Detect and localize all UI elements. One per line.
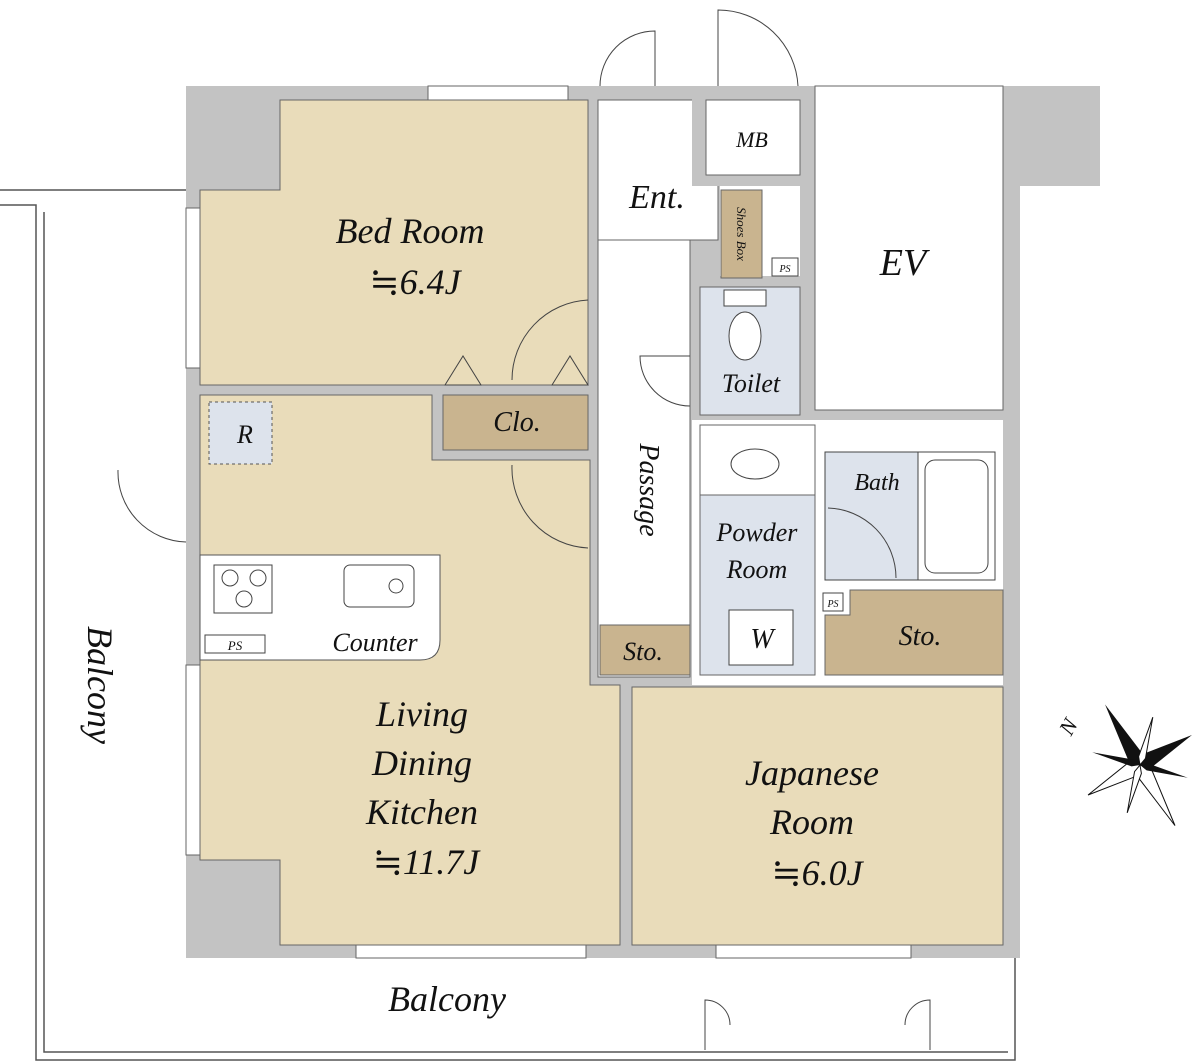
wall-block-top-right bbox=[1003, 86, 1100, 186]
exterior-space bbox=[1020, 186, 1100, 958]
bed-room-label: Bed Room bbox=[336, 211, 485, 251]
balcony-bottom-label: Balcony bbox=[388, 979, 506, 1019]
ldk-label-1: Living bbox=[375, 694, 468, 734]
compass-icon bbox=[1087, 704, 1192, 826]
bed-room bbox=[199, 99, 589, 386]
ldk-label-3: Kitchen bbox=[365, 792, 478, 832]
storage-left bbox=[599, 624, 691, 676]
pipe-space-kitchen bbox=[204, 634, 266, 654]
burners-icon bbox=[221, 569, 267, 608]
shoes-box-label: Shoes Box bbox=[734, 207, 749, 261]
toilet-label: Toilet bbox=[722, 369, 781, 398]
japanese-room-size: ≒6.0J bbox=[771, 853, 864, 893]
toilet-tank-icon bbox=[723, 289, 767, 307]
shoes-box bbox=[720, 189, 763, 279]
pipe-space-entry-label: PS bbox=[778, 264, 790, 275]
bed-room-size: ≒6.4J bbox=[369, 262, 462, 302]
refrigerator-space bbox=[208, 401, 273, 465]
powder-room-label-1: Powder bbox=[716, 518, 799, 547]
meter-box bbox=[705, 99, 801, 176]
ldk-label-2: Dining bbox=[371, 743, 472, 783]
bath-door-swing bbox=[827, 507, 897, 579]
refrigerator-label: R bbox=[236, 420, 253, 449]
storage-right bbox=[824, 589, 1004, 676]
bath-label: Bath bbox=[854, 470, 899, 496]
pipe-space-bath bbox=[822, 592, 844, 612]
washbasin-icon bbox=[730, 448, 780, 480]
pipe-space-bath-label: PS bbox=[826, 599, 838, 610]
balcony-outline bbox=[0, 189, 1016, 1061]
toilet-bowl-icon bbox=[728, 311, 762, 361]
washer-space bbox=[728, 609, 794, 666]
living-dining-kitchen bbox=[199, 394, 621, 946]
japanese-room bbox=[631, 686, 1004, 946]
balcony-left-label: Balcony bbox=[80, 626, 120, 744]
powder-room-label-2: Room bbox=[726, 555, 788, 584]
sink-icon bbox=[343, 564, 415, 608]
entrance-label: Ent. bbox=[628, 179, 685, 216]
washer-label: W bbox=[750, 624, 776, 655]
closet-label: Clo. bbox=[493, 407, 540, 438]
pipe-space-kitchen-label: PS bbox=[227, 638, 243, 653]
elevator-label: EV bbox=[879, 242, 930, 284]
storage-left-label: Sto. bbox=[623, 637, 663, 666]
elevator bbox=[814, 85, 1004, 411]
meter-box-label: MB bbox=[735, 127, 768, 152]
windows bbox=[185, 85, 912, 959]
japanese-room-label-1: Japanese bbox=[745, 753, 879, 793]
storage-right-label: Sto. bbox=[899, 621, 942, 652]
closet bbox=[442, 394, 589, 451]
pipe-space-entry bbox=[771, 257, 799, 277]
japanese-room-label-2: Room bbox=[769, 802, 854, 842]
ldk-size: ≒11.7J bbox=[373, 842, 481, 882]
counter-label: Counter bbox=[332, 628, 418, 657]
passage-label: Passage bbox=[633, 442, 664, 536]
entrance-doors bbox=[117, 9, 931, 1050]
